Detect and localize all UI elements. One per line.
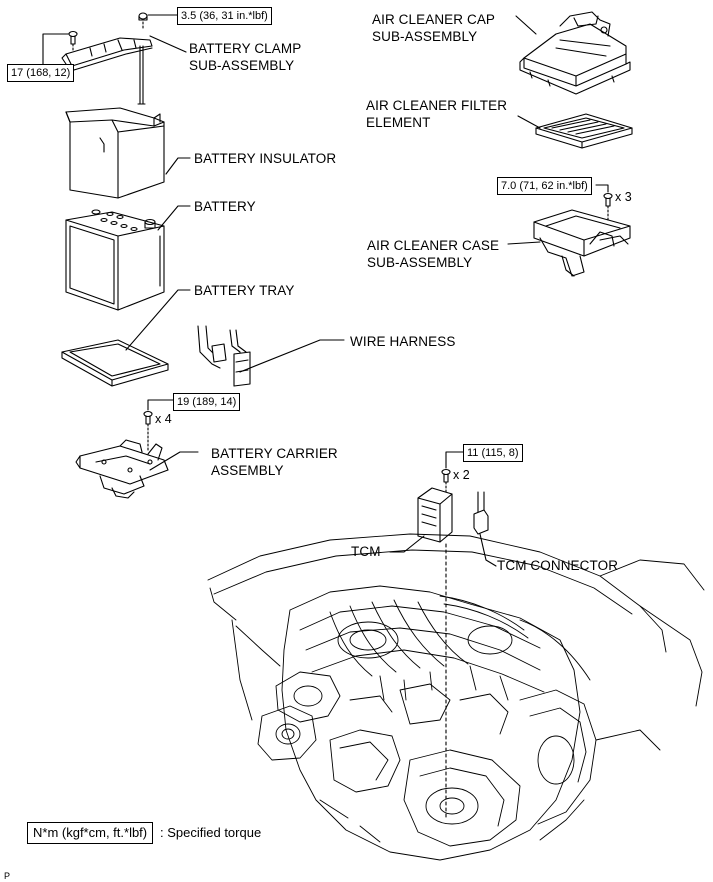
battery-insulator-drawing bbox=[65, 107, 165, 199]
label-battery-carrier: BATTERY CARRIER ASSEMBLY bbox=[211, 446, 338, 478]
clamp-bolt-torque-box: 17 (168, 12) bbox=[7, 64, 75, 82]
tcm-leader bbox=[389, 535, 425, 553]
battery-drawing bbox=[65, 209, 165, 311]
tcm-bolt-quantity: x 2 bbox=[453, 468, 470, 482]
clamp-nut-torque-box: 3.5 (36, 31 in.*lbf) bbox=[177, 7, 272, 25]
label-battery-tray: BATTERY TRAY bbox=[194, 283, 295, 298]
clamp-leader bbox=[149, 35, 187, 53]
label-tcm: TCM bbox=[351, 544, 381, 559]
filter-leader bbox=[517, 115, 541, 129]
carrier-leader bbox=[149, 451, 199, 471]
case-bolt-torque-box: 7.0 (71, 62 in.*lbf) bbox=[497, 177, 592, 195]
page-code: P bbox=[4, 871, 11, 881]
tray-leader bbox=[125, 289, 191, 351]
label-tcm-connector: TCM CONNECTOR bbox=[497, 558, 619, 573]
label-battery-clamp: BATTERY CLAMP SUB-ASSEMBLY bbox=[189, 41, 302, 73]
battery-tray-drawing bbox=[61, 339, 169, 387]
case-bolt-leader bbox=[595, 184, 609, 193]
label-battery-insulator: BATTERY INSULATOR bbox=[194, 151, 337, 166]
label-air-cleaner-case: AIR CLEANER CASE SUB-ASSEMBLY bbox=[367, 238, 500, 270]
clamp-bolt-leader bbox=[42, 33, 69, 66]
label-battery: BATTERY bbox=[194, 199, 256, 214]
wire-harness-leader bbox=[239, 339, 345, 373]
wire-harness-drawing bbox=[197, 325, 251, 387]
label-air-cleaner-cap: AIR CLEANER CAP SUB-ASSEMBLY bbox=[372, 12, 496, 44]
clamp-bolt-icon bbox=[68, 30, 78, 53]
tcm-bolt-leader bbox=[445, 451, 465, 469]
air-cleaner-case-drawing bbox=[533, 209, 631, 277]
carrier-bolt-torque-box: 19 (189, 14) bbox=[173, 393, 241, 411]
case-bolt-quantity: x 3 bbox=[615, 190, 632, 204]
engine-bay-drawing bbox=[207, 533, 705, 861]
tcm-connector-leader bbox=[479, 533, 497, 567]
label-air-cleaner-filter: AIR CLEANER FILTER ELEMENT bbox=[366, 98, 508, 130]
tcm-bolt-icon bbox=[441, 468, 451, 821]
tcm-bolt-torque-box: 11 (115, 8) bbox=[463, 444, 523, 462]
insulator-leader bbox=[165, 157, 191, 175]
battery-carrier-drawing bbox=[75, 439, 169, 499]
battery-leader bbox=[157, 205, 191, 231]
case-bolt-icon bbox=[603, 192, 613, 223]
air-cleaner-cap-drawing bbox=[519, 11, 631, 95]
tcm-drawing bbox=[417, 487, 453, 543]
carrier-bolt-icon bbox=[143, 410, 153, 451]
label-wire-harness: WIRE HARNESS bbox=[350, 334, 456, 349]
clamp-nut-icon bbox=[138, 12, 148, 31]
legend-torque-unit-box: N*m (kgf*cm, ft.*lbf) bbox=[27, 822, 154, 844]
tcm-connector-drawing bbox=[473, 491, 489, 535]
case-leader bbox=[507, 241, 541, 245]
carrier-bolt-quantity: x 4 bbox=[155, 412, 172, 426]
cap-leader bbox=[515, 15, 537, 35]
air-filter-drawing bbox=[535, 113, 633, 149]
carrier-bolt-leader bbox=[147, 399, 175, 411]
battery-clamp-drawing bbox=[61, 37, 153, 105]
legend-description: : Specified torque bbox=[160, 825, 262, 840]
